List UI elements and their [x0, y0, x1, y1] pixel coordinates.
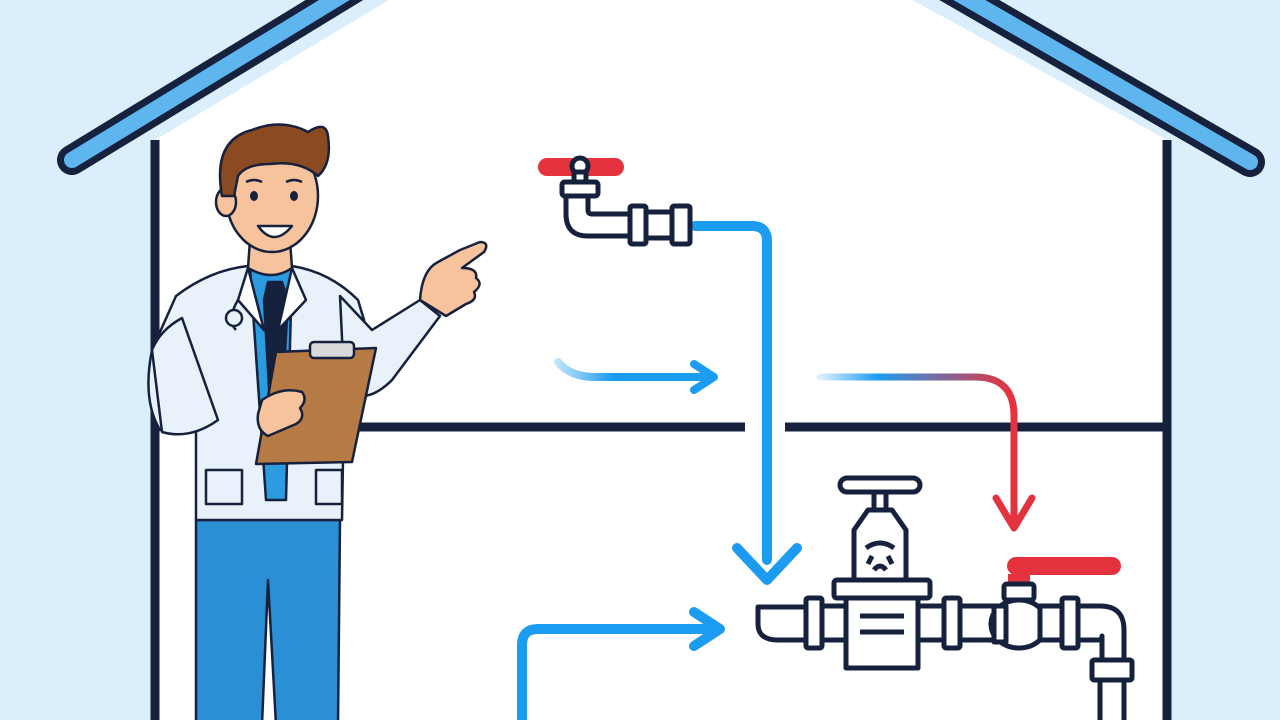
roof-left — [57, 0, 364, 175]
pressure-regulator-valve-icon — [755, 475, 997, 671]
flow-arrow-icon — [816, 373, 1018, 526]
house-outline-icon — [57, 0, 1265, 720]
plumber-character-icon — [147, 123, 488, 720]
flow-arrow-icon — [517, 624, 717, 720]
ball-valve-icon — [988, 557, 1135, 720]
stop-valve-icon — [538, 155, 693, 247]
flow-arrow-icon — [554, 358, 716, 381]
flow-arrows — [517, 221, 1036, 720]
pointing-hand — [418, 240, 488, 318]
roof-right — [939, 0, 1265, 177]
flow-arrow-icon — [690, 221, 772, 565]
pants — [194, 518, 342, 720]
hair — [218, 123, 331, 198]
